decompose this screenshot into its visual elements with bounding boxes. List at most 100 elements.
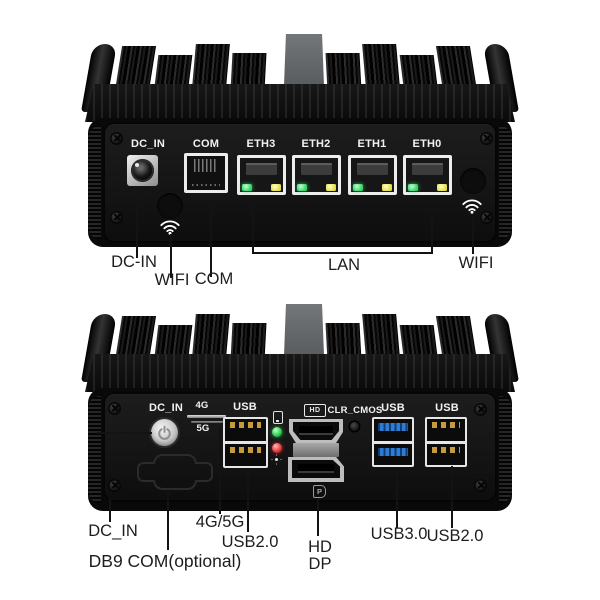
displayport-port (288, 457, 344, 482)
heatsink-front (81, 30, 519, 122)
eth-port-inner (351, 158, 394, 192)
leader-line-db9 (167, 492, 169, 550)
screw-icon (108, 479, 121, 492)
sim-4g-label: 4G (195, 400, 209, 411)
activity-led-yellow (382, 184, 392, 191)
side-fins-right (499, 126, 512, 239)
leader-line-wifi-right (472, 216, 474, 254)
front-panel: DC_IN COM ETH3 ETH2 (103, 122, 497, 243)
callout-dp: DP (308, 555, 332, 573)
antenna-hole-left (157, 193, 183, 219)
screw-icon (110, 132, 123, 145)
dp-port-slot (298, 464, 334, 473)
eth-port-shelf (357, 163, 388, 175)
eth-port-shelf (246, 163, 277, 175)
com-port-label: COM (192, 138, 220, 150)
leader-line-usb3 (396, 467, 398, 528)
eth-port-inner (240, 158, 283, 192)
link-led-green (353, 184, 363, 191)
eth1-label: ETH1 (357, 138, 387, 150)
screw-icon (110, 211, 123, 224)
usb3-port (374, 419, 412, 441)
callout-db9-com: DB9 COM(optional) (88, 551, 242, 571)
usb2-ports-right (425, 417, 467, 467)
clr-cmos-button (350, 422, 359, 431)
side-fins-right (499, 396, 512, 503)
hdmi-logo: HD (304, 404, 326, 417)
dc-power-jack (127, 155, 158, 186)
com-port-inner (187, 156, 225, 190)
usb-contacts (432, 446, 460, 453)
com-port-pins (193, 159, 219, 172)
leader-line-usb2-left (247, 470, 249, 532)
leader-line-wifi-left (170, 234, 172, 278)
heatsink-base (85, 84, 515, 122)
usb2-ports-left (223, 417, 268, 468)
callout-hd: HD (308, 538, 332, 556)
screw-icon (474, 403, 487, 416)
usb-contacts (230, 422, 261, 428)
usb3-port (374, 443, 412, 465)
callout-wifi-left: WIFI (154, 271, 190, 289)
leader-line-dc-in (109, 499, 111, 522)
ethernet-port-eth1 (348, 155, 397, 195)
power-light-icon (275, 458, 278, 461)
callout-usb2-right: USB2.0 (426, 527, 484, 545)
displayport-logo: P (313, 485, 326, 498)
hdmi-port-slot (299, 426, 333, 435)
lan-bracket-right (431, 205, 433, 254)
leader-line-sim (219, 430, 221, 514)
callout-usb3: USB3.0 (370, 525, 428, 543)
screw-icon (480, 132, 493, 145)
power-button (151, 419, 178, 446)
ethernet-port-eth3 (237, 155, 286, 195)
callout-4g-5g: 4G/5G (195, 513, 245, 531)
wifi-icon (461, 198, 483, 214)
port-bracket-plate (293, 443, 339, 457)
lan-bracket-bottom (252, 252, 433, 254)
usb-contacts (432, 422, 460, 428)
screw-icon (480, 211, 493, 224)
heatsink-base (85, 354, 515, 392)
side-fins-left (88, 396, 101, 503)
wifi-icon (159, 219, 181, 235)
com-serial-port (184, 153, 228, 193)
heatsink-back (81, 300, 519, 392)
power-button-label: DC_IN (148, 402, 183, 414)
usb3-ports (372, 417, 414, 467)
eth2-label: ETH2 (301, 138, 331, 150)
status-led-green (272, 427, 282, 437)
eth0-label: ETH0 (412, 138, 442, 150)
screw-icon (474, 479, 487, 492)
antenna-hole-right (460, 168, 486, 194)
activity-led-yellow (326, 184, 336, 191)
usb3-blue-tongue (378, 423, 408, 431)
status-led-red (272, 443, 282, 453)
back-panel: DC_IN 4G 5G USB HD (103, 392, 497, 502)
side-fins-left (88, 126, 101, 239)
callout-com: COM (194, 270, 234, 288)
callout-dc-in: DC-IN (111, 253, 157, 271)
link-led-green (408, 184, 418, 191)
db9-com-cutout (137, 454, 213, 490)
sim-slot (187, 415, 226, 418)
callout-dc-in: DC_IN (88, 522, 138, 540)
activity-led-yellow (437, 184, 447, 191)
dc-in-port-label: DC_IN (130, 138, 165, 150)
link-led-green (242, 184, 252, 191)
hdmi-port (289, 419, 343, 444)
usb3-blue-tongue (378, 447, 408, 456)
eth-port-shelf (412, 163, 443, 175)
usb2-port (427, 419, 465, 441)
clr-cmos-label: CLR_CMOS (327, 405, 383, 416)
leader-line-dc-in (136, 186, 138, 258)
activity-led-yellow (271, 184, 281, 191)
usb2-left-label: USB (233, 401, 257, 413)
com-port-contacts (191, 184, 221, 186)
sim-5g-label: 5G (196, 423, 210, 434)
link-led-green (297, 184, 307, 191)
lan-bracket-left (252, 200, 254, 254)
eth3-label: ETH3 (246, 138, 276, 150)
sim-slot-lower (191, 421, 223, 423)
